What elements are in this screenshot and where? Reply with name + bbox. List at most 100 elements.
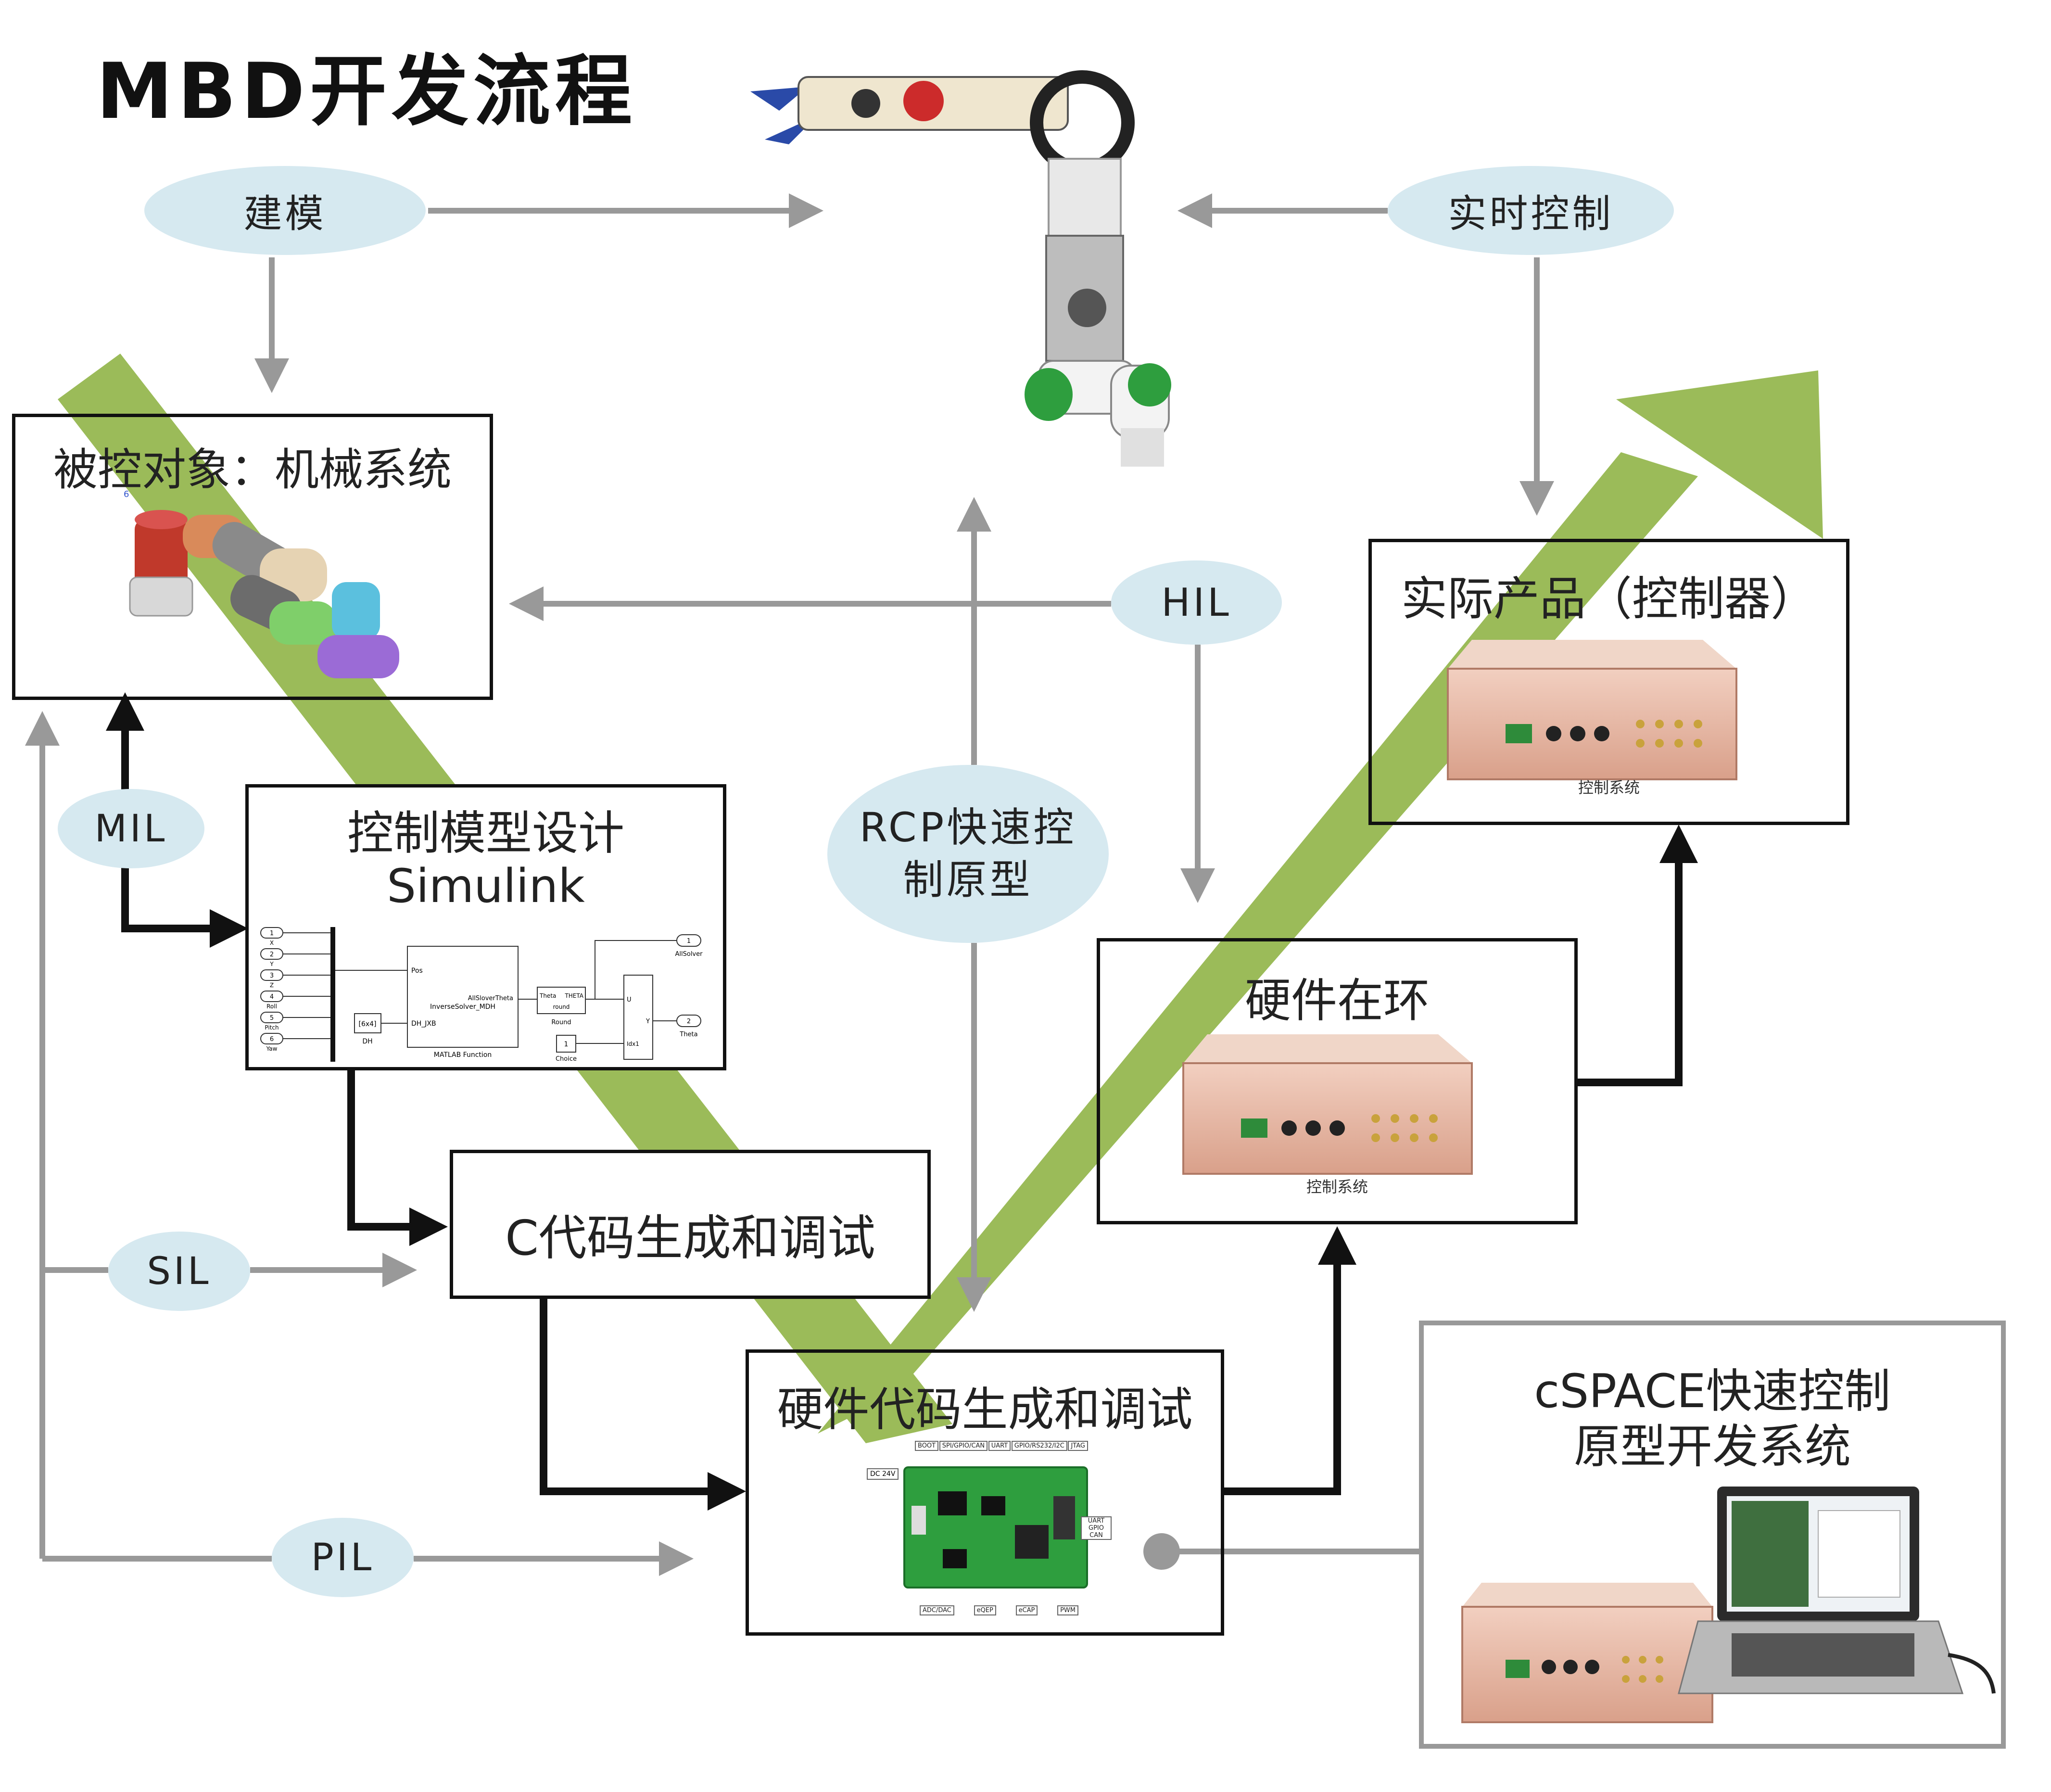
hwcode-to-hil-arrow xyxy=(1224,1226,1356,1495)
cspace-title-line2: 原型开发系统 xyxy=(1574,1420,1851,1474)
robot-arm-photo xyxy=(750,70,1171,467)
modeling-label: 建模 xyxy=(144,166,426,255)
gray-arrows xyxy=(25,193,1554,1576)
plant-box: 被控对象：机械系统 6 xyxy=(12,414,493,700)
round-name: round xyxy=(553,1004,570,1010)
board-tag: GPIO xyxy=(1089,1525,1104,1532)
mil-to-model-arrow xyxy=(121,847,248,948)
inport-num: 1 xyxy=(270,930,274,937)
rcp-label: RCP快速控 制原型 xyxy=(827,765,1109,943)
outport-2-name: Theta xyxy=(679,1031,697,1038)
dh-const-block xyxy=(354,1013,381,1033)
c-code-title: C代码生成和调试 xyxy=(505,1210,875,1266)
control-model-title-line1: 控制模型设计 xyxy=(347,806,624,860)
round-in: Theta xyxy=(539,992,556,999)
outport-1-name: AllSolver xyxy=(675,951,703,958)
sil-label: SIL xyxy=(108,1232,250,1311)
hil-box: 硬件在环 控制系统 xyxy=(1097,938,1578,1224)
product-device-label: 控制系统 xyxy=(1578,778,1640,797)
round-caption: Round xyxy=(551,1019,571,1026)
outport-2 xyxy=(676,1015,701,1027)
control-model-title-line2: Simulink xyxy=(387,859,585,914)
round-out: THETA xyxy=(564,992,583,999)
rcp-label-line1: RCP快速控 xyxy=(859,803,1077,851)
choice-block xyxy=(556,1035,576,1053)
dh-const-text: [6x4] xyxy=(358,1020,376,1028)
inport-label: Roll xyxy=(266,1003,277,1010)
control-model-title: 控制模型设计 Simulink xyxy=(249,807,723,913)
inport-label: Z xyxy=(270,982,274,989)
hil-device-photo xyxy=(1182,1034,1473,1175)
outport-2-num: 2 xyxy=(687,1018,691,1025)
choice-value: 1 xyxy=(564,1041,569,1048)
plant-arm-illustration xyxy=(129,510,399,678)
hil-device-label: 控制系统 xyxy=(1306,1178,1368,1196)
mil-label: MIL xyxy=(58,789,204,868)
board-tag: BOOT xyxy=(915,1441,939,1451)
modeling-label-text: 建模 xyxy=(243,191,327,236)
inport-label: Yaw xyxy=(266,1045,278,1052)
inport-label: Y xyxy=(269,961,274,967)
hil-to-product-arrow xyxy=(1578,825,1698,1086)
outport-1 xyxy=(676,934,701,947)
hw-code-title: 硬件代码生成和调试 xyxy=(777,1383,1193,1436)
selector-u: U xyxy=(627,996,632,1004)
page-title: MBD开发流程 xyxy=(96,46,637,136)
round-block xyxy=(537,987,586,1014)
allsolver-line xyxy=(595,940,677,999)
c-code-box: C代码生成和调试 xyxy=(450,1150,931,1299)
hil-label: HIL xyxy=(1111,560,1282,645)
cspace-device-photo xyxy=(1461,1583,1713,1723)
pil-label: PIL xyxy=(272,1518,414,1597)
cspace-title-line1: cSPACE快速控制 xyxy=(1534,1364,1891,1418)
ccode-to-hwcode-arrow xyxy=(540,1299,746,1511)
pcb-board-photo xyxy=(903,1466,1088,1589)
cspace-box: cSPACE快速控制 原型开发系统 xyxy=(1419,1321,2006,1749)
board-tag: UART xyxy=(1088,1517,1105,1525)
inport-label: X xyxy=(270,940,274,946)
selector-y: Y xyxy=(646,1018,650,1025)
board-tag: eCAP xyxy=(1015,1605,1038,1615)
laptop-photo xyxy=(1678,1487,1996,1694)
selector-idx: Idx1 xyxy=(627,1041,639,1047)
product-device-photo xyxy=(1447,640,1737,780)
board-left-tag: DC 24V xyxy=(867,1468,899,1480)
product-box: 实际产品（控制器） 控制系统 xyxy=(1368,539,1849,825)
hil-box-title: 硬件在环 xyxy=(1245,974,1430,1028)
product-box-title: 实际产品（控制器） xyxy=(1401,572,1817,626)
inport-num: 6 xyxy=(270,1036,274,1043)
rcp-label-line2: 制原型 xyxy=(903,856,1033,903)
dh-label: DH xyxy=(362,1038,372,1045)
board-tag: eQEP xyxy=(974,1605,996,1615)
matlab-function-block xyxy=(407,946,519,1048)
board-tag: GPIO/RS232/I2C xyxy=(1011,1441,1067,1451)
mux-bar xyxy=(330,927,335,1062)
model-to-ccode-arrow xyxy=(347,1070,448,1246)
plant-box-title: 被控对象：机械系统 xyxy=(53,444,452,496)
hil-label-text: HIL xyxy=(1161,580,1232,625)
board-tag: CAN xyxy=(1089,1532,1103,1539)
inport-num: 5 xyxy=(270,1015,274,1022)
black-arrows xyxy=(106,692,1698,1511)
fn-caption: MATLAB Function xyxy=(434,1051,492,1059)
inport-num: 2 xyxy=(270,951,274,958)
board-tag: SPI/GPIO/CAN xyxy=(939,1441,988,1451)
pil-label-text: PIL xyxy=(311,1536,375,1579)
board-tag: ADC/DAC xyxy=(920,1605,954,1615)
choice-caption: Choice xyxy=(556,1055,577,1062)
inport-label: Pitch xyxy=(265,1024,279,1031)
cspace-title: cSPACE快速控制 原型开发系统 xyxy=(1424,1364,2001,1474)
plant-box-note: 6 xyxy=(124,489,129,499)
fn-name: InverseSolver_MDH xyxy=(430,1003,495,1011)
selector-block xyxy=(623,975,653,1060)
connector-dot xyxy=(1143,1533,1180,1570)
sil-label-text: SIL xyxy=(147,1249,212,1293)
